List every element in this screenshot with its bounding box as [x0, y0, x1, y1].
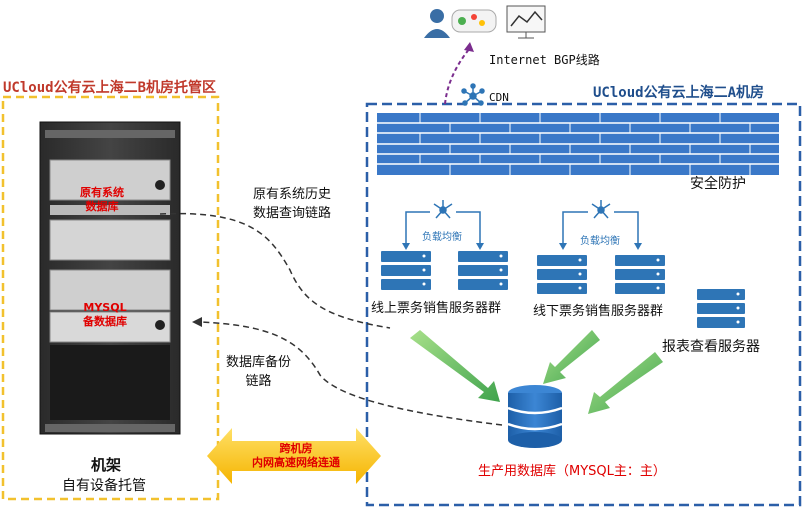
- offline-servers-label: 线下票务销售服务器群: [533, 304, 664, 319]
- zone-b-border: [1, 95, 220, 501]
- online-servers-label: 线上票务销售服务器群: [371, 301, 502, 316]
- cdn-icon: [461, 83, 485, 106]
- rack-label: 机架: [91, 456, 122, 474]
- firewall-bricks: [377, 113, 779, 175]
- load-balancer-left-icon: [433, 200, 453, 219]
- cross-dc-line2: 内网高速网络连通: [252, 456, 340, 469]
- database-label: 生产用数据库（MYSQL主：主）: [478, 464, 666, 479]
- database-icon: [507, 385, 563, 448]
- zone-a-title: UCloud公有云上海二A机房: [593, 85, 765, 101]
- server-stack-icon: [537, 255, 587, 294]
- internet-label: Internet BGP线路: [489, 53, 600, 67]
- rack-logo-icon: [155, 180, 165, 190]
- server-led-dots: [422, 254, 740, 324]
- green-arrow: [543, 330, 600, 384]
- cdn-label: CDN: [489, 91, 509, 104]
- rack-db2-line1: MYSQL: [83, 301, 127, 314]
- server-stack-icon: [458, 251, 508, 290]
- backup-link-label: 数据库备份 链路: [226, 353, 291, 391]
- backup-link-line1: 数据库备份: [226, 355, 292, 370]
- cross-dc-line1: 跨机房: [279, 442, 313, 455]
- rack-db1-line1: 原有系统: [80, 186, 124, 199]
- rack-db2-line2: 备数据库: [83, 315, 127, 328]
- history-query-link: [159, 212, 391, 329]
- load-balancer-right-icon: [591, 200, 611, 219]
- backup-link-line2: 链路: [245, 374, 272, 389]
- rack-sublabel: 自有设备托管: [62, 478, 146, 494]
- server-stack-icon: [381, 251, 431, 290]
- zone-a-border: [365, 102, 802, 507]
- server-stack-icon: [697, 289, 745, 328]
- green-arrow: [410, 330, 500, 402]
- lb-left-label: 负载均衡: [422, 232, 462, 243]
- rack-db1-line2: 数据库: [85, 200, 119, 213]
- history-link-label: 原有系统历史 数据查询链路: [253, 185, 331, 223]
- history-link-line1: 原有系统历史: [253, 187, 332, 202]
- lb-right-label: 负载均衡: [580, 236, 620, 247]
- lb-left-bracket-arrow: [405, 211, 481, 245]
- internet-link-arrow: [444, 47, 471, 105]
- cross-dc-label: 跨机房 内网高速网络连通: [246, 442, 346, 470]
- rack-db2-label: MYSQL 备数据库: [83, 301, 127, 329]
- green-arrow: [588, 352, 663, 414]
- rack-db1-label: 原有系统 数据库: [80, 186, 124, 214]
- rack: [39, 121, 181, 435]
- server-stack-icon: [615, 255, 665, 294]
- user-icon: [424, 9, 450, 38]
- report-server-label: 报表查看服务器: [662, 339, 760, 355]
- security-label: 安全防护: [690, 176, 746, 192]
- chart-monitor-icon: [506, 5, 546, 39]
- cross-dc-double-arrow: [207, 428, 381, 484]
- history-link-line2: 数据查询链路: [253, 206, 332, 221]
- lb-right-bracket-arrow: [562, 211, 639, 245]
- zone-b-title: UCloud公有云上海二B机房托管区: [3, 80, 217, 96]
- game-controller-icon: [451, 9, 497, 33]
- rack-logo-icon: [155, 320, 165, 330]
